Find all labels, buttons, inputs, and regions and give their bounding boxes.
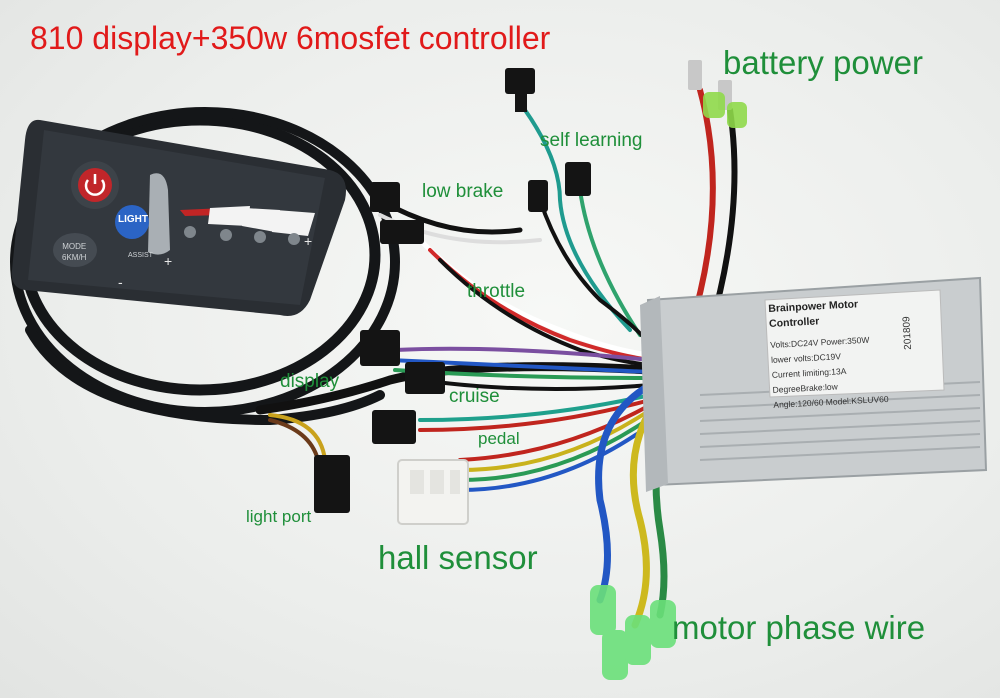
label-motor-phase-wire: motor phase wire (672, 609, 926, 646)
controller-body (640, 276, 988, 492)
label-battery-power: battery power (723, 44, 923, 81)
battery-terminals (688, 60, 747, 128)
label-cruise: cruise (449, 386, 500, 407)
connectors (314, 68, 591, 525)
label-low-brake: low brake (422, 181, 504, 202)
label-pedal: pedal (478, 429, 520, 448)
label-self-learning: self learning (540, 130, 643, 151)
svg-text:+: + (304, 233, 312, 249)
plate-title: Brainpower Motor Controller (768, 298, 859, 330)
display-unit: + + - (11, 119, 346, 316)
label-throttle: throttle (467, 281, 526, 302)
label-display: display (280, 371, 340, 392)
svg-text:+: + (164, 253, 172, 269)
label-light-port: light port (246, 507, 312, 526)
plate-serial: 201809 (901, 316, 914, 350)
assist-label: ASSIST (128, 252, 153, 259)
label-hall-sensor: hall sensor (378, 539, 538, 576)
mode-button-label: MODE 6KM/H (62, 242, 87, 262)
phase-terminals (590, 585, 676, 680)
light-button-label: LIGHT (118, 214, 148, 225)
svg-text:-: - (118, 274, 123, 290)
controller-label-plate: Brainpower Motor Controller Volts:DC24V … (768, 295, 914, 413)
image-title: 810 display+350w 6mosfet controller (30, 20, 551, 56)
